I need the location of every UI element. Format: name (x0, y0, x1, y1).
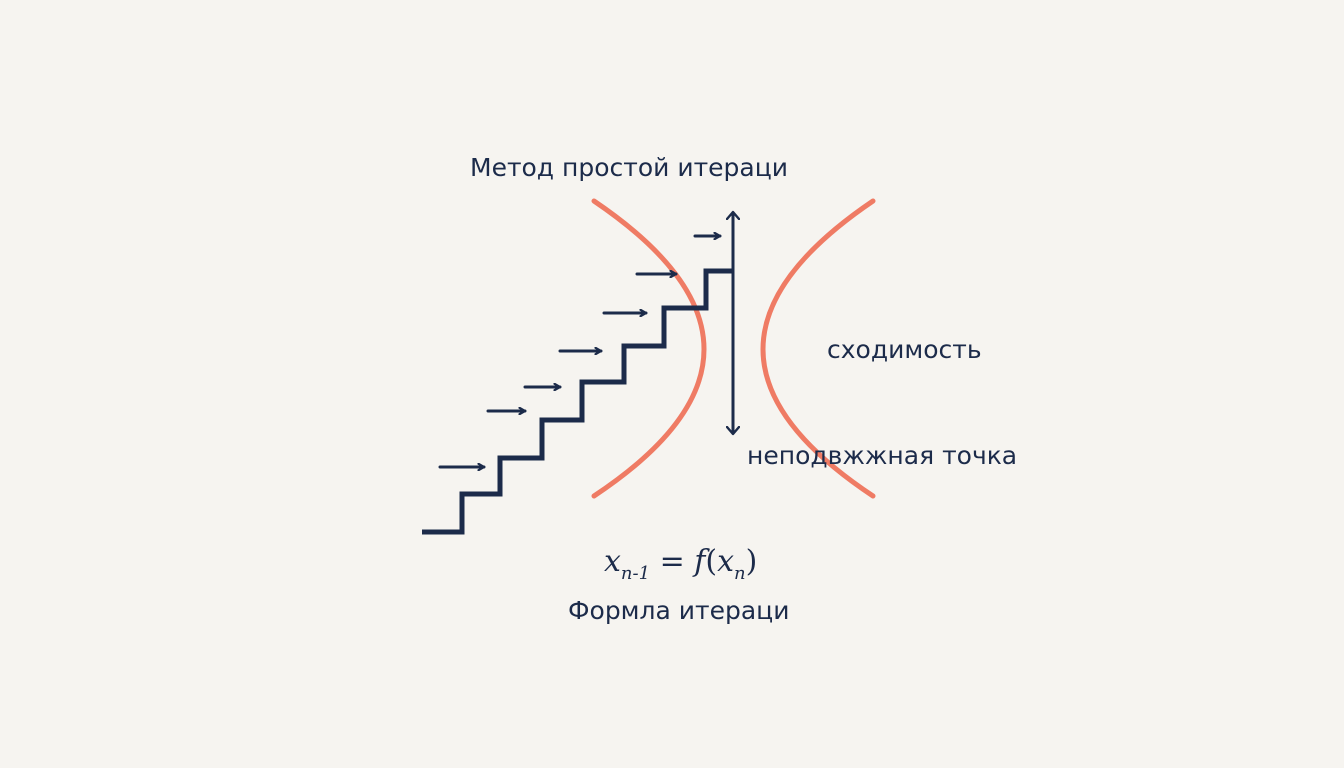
step-arrows (438, 236, 722, 467)
fixed-point-label: неподвжжная точка (747, 441, 1018, 470)
formula-lhs-var: x (604, 544, 621, 579)
right-convergence-curve (760, 198, 876, 499)
iteration-formula: xn-1 = f(xn) (604, 542, 757, 586)
formula-open-paren: ( (705, 544, 718, 579)
formula-close-paren: ) (745, 544, 758, 579)
iteration-staircase (422, 268, 733, 535)
diagram-title: Метод простой итераци (470, 153, 788, 182)
formula-func: f (694, 544, 706, 579)
formula-arg-sub: n (734, 563, 746, 584)
left-convergence-curve (591, 198, 707, 499)
formula-equals: = (659, 544, 685, 579)
convergence-label: сходимость (827, 335, 982, 364)
formula-lhs-sub: n-1 (620, 563, 651, 584)
formula-arg-var: x (717, 544, 735, 579)
formula-caption: Формла итераци (568, 596, 790, 625)
